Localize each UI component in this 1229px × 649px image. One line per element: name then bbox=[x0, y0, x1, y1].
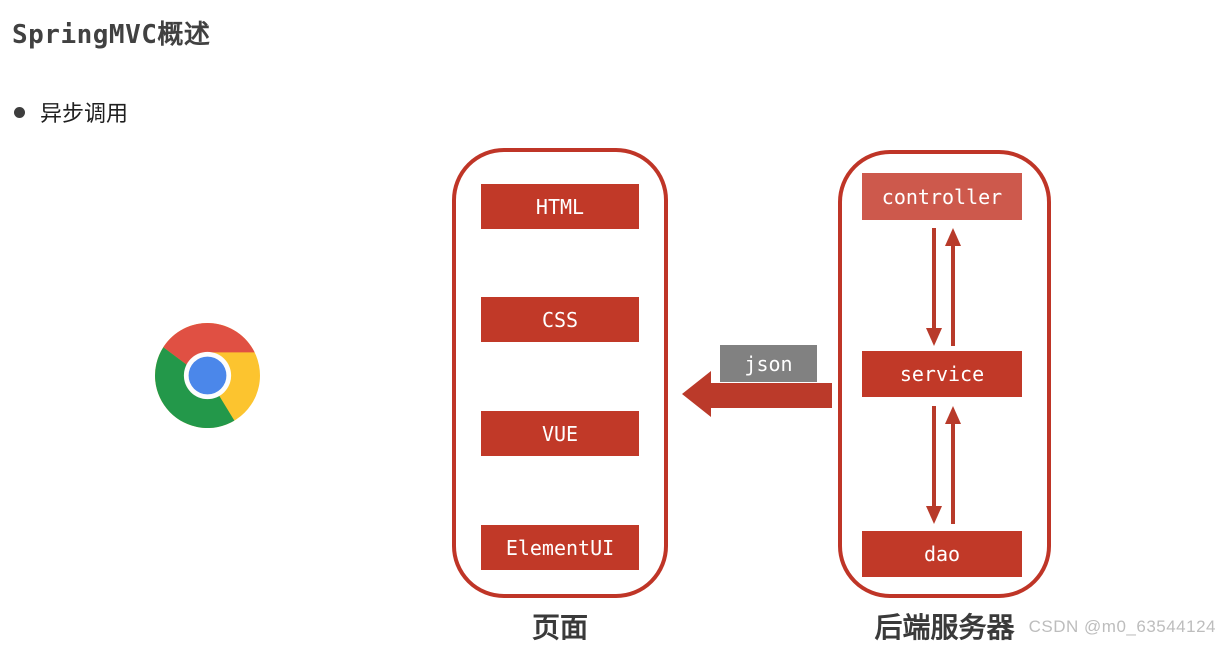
box-dao: dao bbox=[862, 531, 1022, 577]
box-elementui: ElementUI bbox=[481, 525, 639, 570]
page-panel: HTML CSS VUE ElementUI bbox=[452, 148, 668, 598]
watermark: CSDN @m0_63544124 bbox=[1028, 617, 1216, 636]
box-html: HTML bbox=[481, 184, 639, 229]
box-vue: VUE bbox=[481, 411, 639, 456]
box-service: service bbox=[862, 351, 1022, 397]
bullet-label: 异步调用 bbox=[40, 101, 129, 126]
service-dao-arrows-icon bbox=[926, 406, 961, 524]
server-panel-caption: 后端服务器 bbox=[874, 612, 1015, 643]
json-label: json bbox=[720, 345, 817, 382]
controller-service-arrows-icon bbox=[926, 228, 961, 346]
page-panel-caption: 页面 bbox=[531, 612, 588, 643]
bullet-dot-icon bbox=[14, 106, 25, 118]
page-title: SpringMVC概述 bbox=[12, 20, 211, 50]
json-left-arrow-icon bbox=[682, 371, 832, 417]
box-controller: controller bbox=[862, 173, 1022, 220]
box-css: CSS bbox=[481, 297, 639, 342]
chrome-browser-icon bbox=[155, 323, 260, 428]
server-panel: controller service dao bbox=[838, 150, 1051, 598]
bullet-item: 异步调用 bbox=[14, 96, 128, 128]
